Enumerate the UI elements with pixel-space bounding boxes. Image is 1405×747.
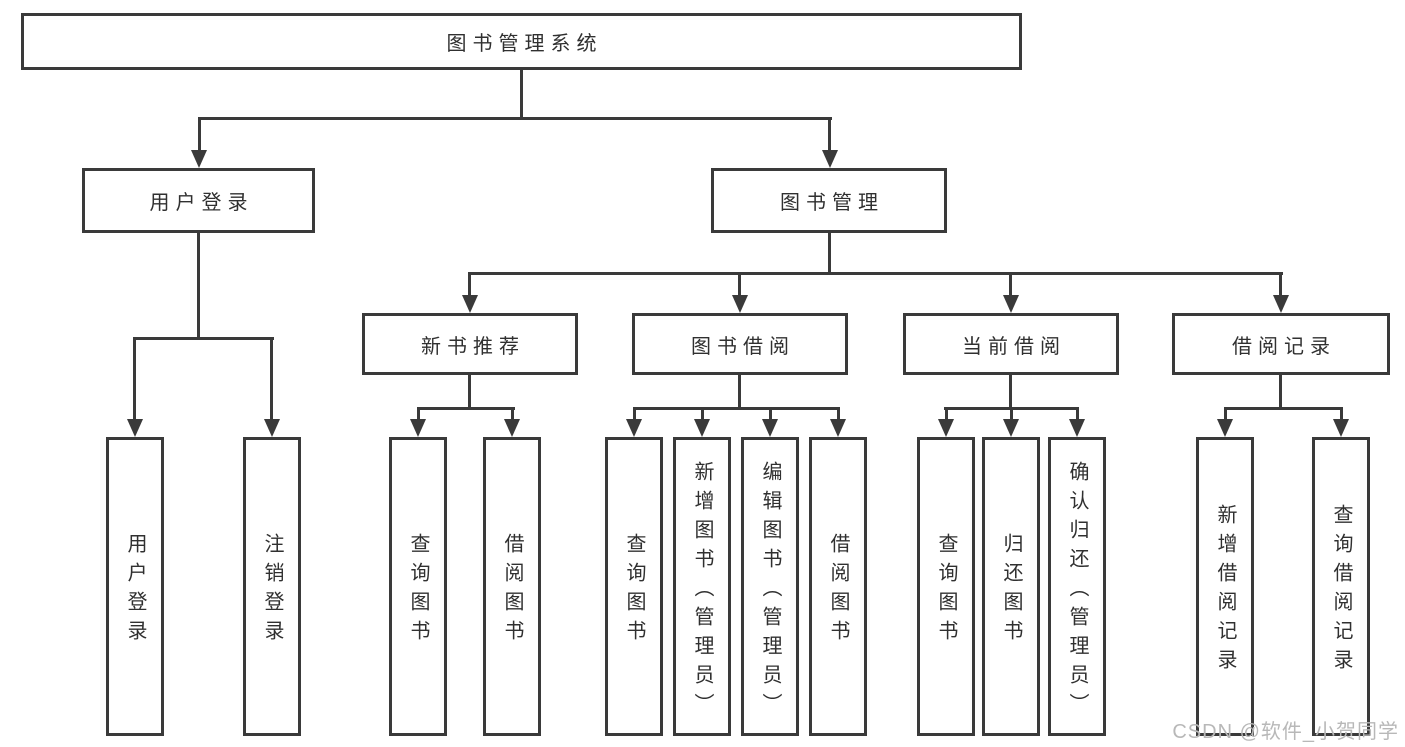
arrowhead-icon <box>1003 295 1019 313</box>
watermark: CSDN @软件_小贺同学 <box>1172 721 1399 743</box>
leaf-query-books-recommend: 查询图书 <box>389 437 447 736</box>
connector-arrow-shaft <box>270 337 273 422</box>
connector-arrow-shaft <box>1010 407 1013 421</box>
arrowhead-icon <box>264 419 280 437</box>
connector-arrow-shaft <box>769 407 772 421</box>
connector-arrow-shaft <box>1224 407 1227 421</box>
connector-management-rail <box>468 272 1283 275</box>
node-current-borrow: 当前借阅 <box>903 313 1119 375</box>
arrowhead-icon <box>1333 419 1349 437</box>
node-user-login: 用户登录 <box>82 168 315 233</box>
connector-arrow-shaft <box>738 272 741 298</box>
arrowhead-icon <box>504 419 520 437</box>
arrowhead-icon <box>830 419 846 437</box>
leaf-add-book-admin: 新增图书（管理员） <box>673 437 731 736</box>
connector-arrow-shaft <box>1009 272 1012 298</box>
arrowhead-icon <box>410 419 426 437</box>
arrowhead-icon <box>1273 295 1289 313</box>
leaf-return-book: 归还图书 <box>982 437 1040 736</box>
connector-arrow-shaft <box>511 407 514 421</box>
connector-stub <box>468 374 471 410</box>
leaf-borrow-books-recommend: 借阅图书 <box>483 437 541 736</box>
connector-arrow-shaft <box>828 117 831 153</box>
connector-arrow-shaft <box>945 407 948 421</box>
arrowhead-icon <box>1003 419 1019 437</box>
connector-arrow-shaft <box>417 407 420 421</box>
arrowhead-icon <box>127 419 143 437</box>
arrowhead-icon <box>1069 419 1085 437</box>
connector-arrow-shaft <box>1340 407 1343 421</box>
leaf-logout: 注销登录 <box>243 437 301 736</box>
connector-stub <box>1009 374 1012 410</box>
arrowhead-icon <box>191 150 207 168</box>
leaf-confirm-return-admin: 确认归还（管理员） <box>1048 437 1106 736</box>
connector-arrow-shaft <box>133 337 136 422</box>
connector-stub <box>1279 374 1282 410</box>
connector-arrow-shaft <box>633 407 636 421</box>
arrowhead-icon <box>762 419 778 437</box>
connector-arrow-shaft <box>701 407 704 421</box>
connector-rail <box>1224 407 1343 410</box>
leaf-add-borrow-record: 新增借阅记录 <box>1196 437 1254 736</box>
leaf-user-login: 用户登录 <box>106 437 164 736</box>
arrowhead-icon <box>1217 419 1233 437</box>
arrowhead-icon <box>822 150 838 168</box>
connector-rail <box>417 407 515 410</box>
leaf-edit-book-admin: 编辑图书（管理员） <box>741 437 799 736</box>
leaf-query-books-borrow: 查询图书 <box>605 437 663 736</box>
arrowhead-icon <box>938 419 954 437</box>
node-library-management-system: 图书管理系统 <box>21 13 1022 70</box>
node-book-management: 图书管理 <box>711 168 947 233</box>
connector-arrow-shaft <box>837 407 840 421</box>
connector-arrow-shaft <box>1279 272 1282 298</box>
leaf-borrow-books: 借阅图书 <box>809 437 867 736</box>
connector-root-stub <box>520 68 523 119</box>
node-book-borrow: 图书借阅 <box>632 313 848 375</box>
leaf-query-borrow-record: 查询借阅记录 <box>1312 437 1370 736</box>
connector-arrow-shaft <box>198 117 201 153</box>
leaf-query-books-current: 查询图书 <box>917 437 975 736</box>
connector-root-rail <box>198 117 832 120</box>
arrowhead-icon <box>462 295 478 313</box>
arrowhead-icon <box>694 419 710 437</box>
connector-login-rail <box>133 337 274 340</box>
connector-login-stub <box>197 232 200 340</box>
connector-arrow-shaft <box>468 272 471 298</box>
connector-rail <box>633 407 840 410</box>
node-borrow-records: 借阅记录 <box>1172 313 1390 375</box>
arrowhead-icon <box>732 295 748 313</box>
arrowhead-icon <box>626 419 642 437</box>
node-new-book-recommend: 新书推荐 <box>362 313 578 375</box>
connector-arrow-shaft <box>1076 407 1079 421</box>
connector-stub <box>738 374 741 410</box>
connector-management-stub <box>828 232 831 275</box>
